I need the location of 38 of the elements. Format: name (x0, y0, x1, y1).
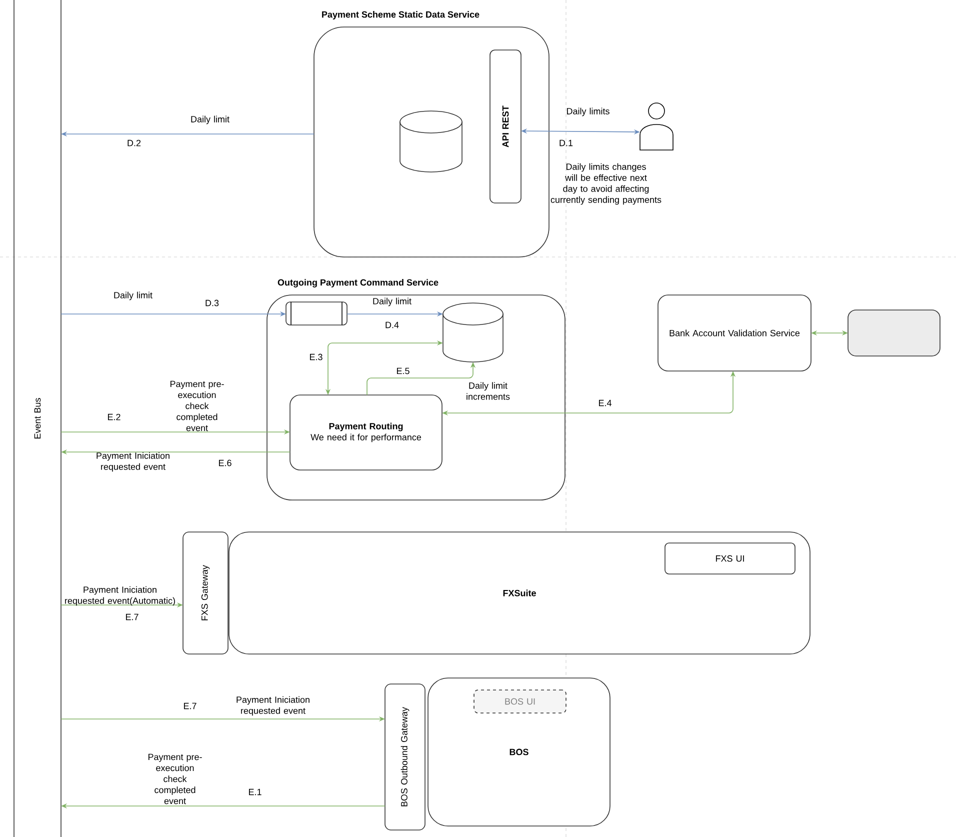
queue-box (286, 302, 348, 326)
api-box: API REST (490, 50, 522, 204)
step-code: D.3 (206, 300, 219, 306)
process-box: Payment Routing We need it for performance (290, 394, 442, 470)
swimlane: Event Bus (14, 0, 62, 837)
step-code: E.3 (310, 354, 322, 360)
external-box (848, 310, 940, 356)
edge-label: Payment Iniciation requested event(Automatic) (65, 586, 175, 606)
step-code: E.7 (184, 702, 196, 710)
step-code: E.7 (126, 614, 138, 620)
edge-label: Daily limit (191, 116, 230, 124)
step-code: E.5 (397, 368, 410, 374)
step-code: D.1 (560, 140, 573, 146)
gateway-box: BOS Outbound Gateway (384, 684, 426, 830)
step-code: E.4 (599, 400, 612, 406)
note-text: Daily limits changes will be effective next day to avoid affecting currently sending payments (550, 163, 662, 205)
edge-label: Daily limits (567, 108, 610, 116)
step-code: E.1 (249, 788, 262, 796)
step-code: E.6 (219, 460, 232, 466)
edge-label: Payment pre-execution check completed event (170, 380, 224, 432)
edge-label: Daily limit (114, 292, 152, 300)
node-label: Outgoing Payment Command Service (278, 279, 438, 288)
person-icon (640, 102, 674, 150)
ui-box: BOS UI (474, 690, 566, 714)
step-code: D.4 (386, 322, 399, 328)
database-cylinder (400, 110, 462, 172)
node-label: Payment Scheme Static Data Service (322, 11, 480, 20)
edge-label: Payment pre-execution check completed event (148, 754, 202, 804)
ui-box: FXS UI (664, 542, 796, 574)
step-code: D.2 (128, 140, 141, 146)
edge-label: Payment Iniciation requested event (96, 452, 170, 472)
edge-label: Daily limit (373, 298, 412, 306)
service-box: Bank Account Validation Service (658, 294, 812, 372)
gateway-box: FXS Gateway (182, 532, 228, 654)
edge-label: Daily limit increments (466, 382, 510, 400)
edge-label: Payment Iniciation requested event (236, 696, 310, 716)
database-cylinder (442, 302, 504, 362)
step-code: E.2 (108, 414, 120, 420)
